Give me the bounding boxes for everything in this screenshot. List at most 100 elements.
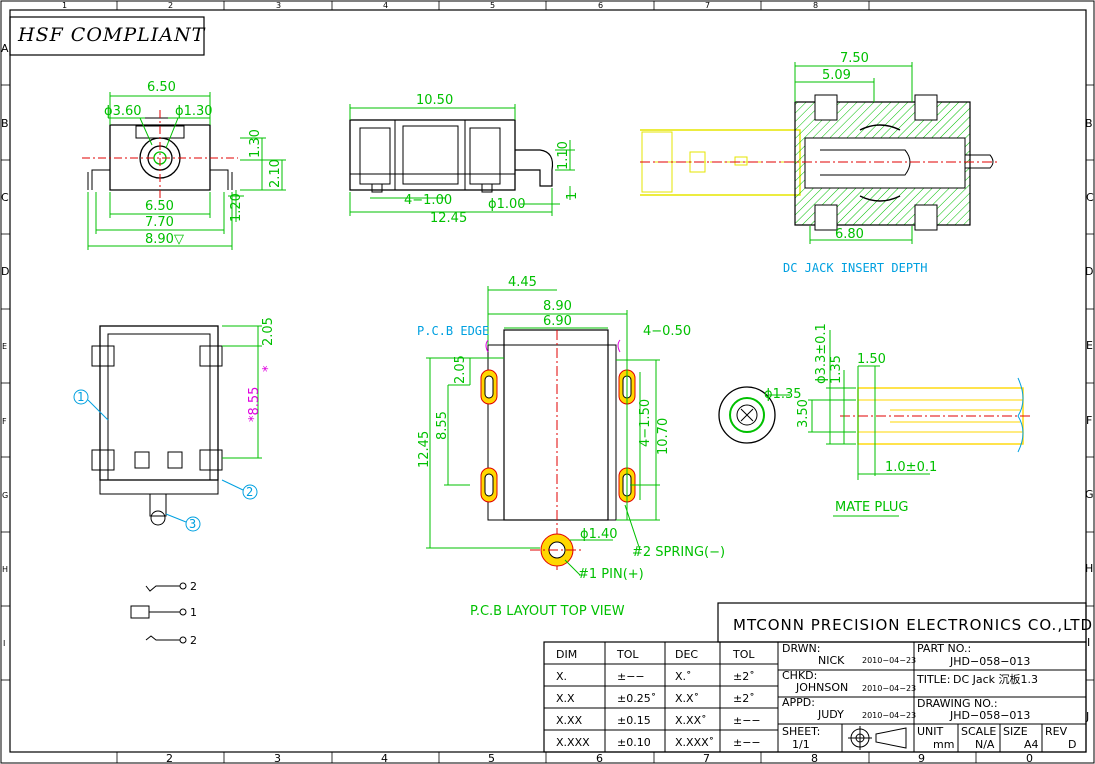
tolerance-table: DIM TOL DEC TOL X. ±−− X.˚ ±2˚ X.X ±0.25… — [556, 648, 761, 749]
dim-pcb-phi1.40: ϕ1.40 — [580, 527, 618, 542]
drwn-date: 2010−04−23 — [862, 656, 916, 665]
zone-col-top: 2 — [168, 1, 173, 10]
title-value: DC Jack 沉板1.3 — [953, 672, 1038, 686]
company-name: MTCONN PRECISION ELECTRONICS CO.,LTD — [733, 616, 1093, 634]
zone-row: H — [1085, 562, 1093, 575]
tol-cell: ±2˚ — [733, 670, 755, 683]
scale-label: SCALE — [961, 725, 996, 738]
side-view: 10.50 1.10 1 4−1.00 ϕ1.00 12.45 — [349, 93, 580, 226]
tol-header: TOL — [732, 648, 755, 661]
callout-2: 2 — [246, 485, 253, 499]
zone-row: I — [3, 639, 5, 648]
dim-plug-1.50: 1.50 — [857, 352, 886, 367]
sheet-label: SHEET: — [782, 725, 820, 738]
size-label: SIZE — [1003, 725, 1028, 738]
tol-cell: X.˚ — [675, 670, 692, 683]
zone-col-top: 5 — [490, 1, 495, 10]
chkd-date: 2010−04−23 — [862, 684, 916, 693]
dim-side-1.10: 1.10 — [556, 141, 571, 170]
part-no-value: JHD−058−013 — [949, 655, 1030, 668]
dim-plug-3.50: 3.50 — [796, 399, 811, 428]
dim-front-1.20: 1.20 — [229, 193, 244, 222]
zone-row: D — [1, 265, 9, 278]
scale-value: N/A — [975, 738, 995, 751]
tol-header: DEC — [675, 648, 698, 661]
dim-bottom-2.05: 2.05 — [261, 317, 276, 346]
dim-front-6.50-top: 6.50 — [147, 80, 176, 95]
dim-pcb-6.90: 6.90 — [543, 314, 572, 329]
dim-plug-phi3.3: ϕ3.3±0.1 — [814, 323, 829, 384]
hsf-compliant-box: HSF COMPLIANT — [9, 16, 205, 56]
insert-depth-view: 7.50 5.09 6.80 DC JACK INSERT DEPTH — [640, 51, 1000, 275]
zone-row: H — [2, 565, 8, 574]
dim-plug-1.0: 1.0±0.1 — [885, 460, 937, 475]
tol-cell: X.XXX — [556, 736, 590, 749]
drwn-name: NICK — [818, 654, 845, 667]
zone-row: G — [2, 491, 8, 500]
dim-front-6.50-bottom: 6.50 — [145, 199, 174, 214]
callout-3: 3 — [189, 517, 196, 531]
schematic-pin-2b: 2 — [190, 634, 197, 647]
tol-cell: ±0.25˚ — [617, 692, 656, 705]
jack-schematic — [130, 582, 187, 644]
part-no-label: PART NO.: — [917, 642, 971, 655]
dim-insert-5.09: 5.09 — [822, 68, 851, 83]
rev-value: D — [1068, 738, 1076, 751]
zone-row: F — [2, 417, 7, 426]
appd-date: 2010−04−23 — [862, 711, 916, 720]
size-value: A4 — [1024, 738, 1039, 751]
zone-col-bottom: 2 — [166, 752, 173, 764]
dim-side-1: 1 — [565, 192, 580, 200]
zone-row: E — [1086, 339, 1093, 352]
tol-cell: X. — [556, 670, 567, 683]
tol-cell: X.XXX˚ — [675, 736, 714, 749]
dim-insert-7.50: 7.50 — [840, 51, 869, 66]
dim-pcb-2.05: 2.05 — [453, 355, 468, 384]
drwn-label: DRWN: — [782, 642, 820, 655]
dim-bottom-8.55: *8.55 — [247, 387, 262, 422]
zone-row: A — [1, 42, 9, 55]
appd-name: JUDY — [817, 708, 844, 721]
dim-pcb-4-0.50: 4−0.50 — [643, 324, 691, 339]
zone-col-top: 6 — [598, 1, 603, 10]
dim-front-1.30: 1.30 — [248, 129, 263, 158]
dim-pcb-12.45: 12.45 — [417, 431, 432, 468]
tol-cell: X.X — [556, 692, 575, 705]
pcb-layout-view: 4.45 8.90 6.90 4−0.50 P.C.B EDGE 2.05 8.… — [417, 275, 725, 619]
unit-value: mm — [933, 738, 954, 751]
zone-col-bottom: 9 — [918, 752, 925, 764]
tol-cell: X.XX — [556, 714, 583, 727]
title-block — [543, 602, 1087, 753]
zone-row: E — [2, 342, 7, 351]
drawing-no-label: DRAWING NO.: — [917, 697, 998, 710]
appd-label: APPD: — [782, 696, 815, 709]
chkd-label: CHKD: — [782, 669, 817, 682]
zone-row: F — [1086, 414, 1092, 427]
zone-row: G — [1085, 488, 1094, 501]
schematic-pin-1: 1 — [190, 606, 197, 619]
dim-plug-phi1.35: ϕ1.35 — [764, 387, 802, 402]
mate-plug-view: ϕ1.35 ϕ3.3±0.1 1.35 1.50 3.50 1.0±0.1 MA… — [718, 323, 1030, 517]
tol-cell: ±0.15 — [617, 714, 651, 727]
tol-cell: X.XX˚ — [675, 714, 707, 727]
zone-row: B — [1, 117, 9, 130]
tol-cell: ±0.10 — [617, 736, 651, 749]
dim-front-2.10: 2.10 — [268, 159, 283, 188]
zone-col-bottom: 6 — [596, 752, 603, 764]
zone-col-top: 8 — [813, 1, 818, 10]
zone-col-bottom: 8 — [811, 752, 818, 764]
zone-col-bottom: 3 — [274, 752, 281, 764]
dim-insert-6.80: 6.80 — [835, 227, 864, 242]
zone-col-bottom: 4 — [381, 752, 388, 764]
tol-cell: ±−− — [733, 736, 761, 749]
bottom-view: 2.05 * *8.55 1 2 3 — [73, 317, 276, 532]
title-label: TITLE: — [916, 673, 950, 686]
zone-row: J — [1085, 710, 1089, 723]
zone-row: C — [1, 191, 9, 204]
dim-pcb-4.45: 4.45 — [508, 275, 537, 290]
drawing-no-value: JHD−058−013 — [949, 709, 1030, 722]
front-view: 6.50 ϕ3.60 ϕ1.30 1.30 2.10 1.20 6.50 7.7… — [82, 80, 286, 250]
zone-col-bottom: 5 — [488, 752, 495, 764]
